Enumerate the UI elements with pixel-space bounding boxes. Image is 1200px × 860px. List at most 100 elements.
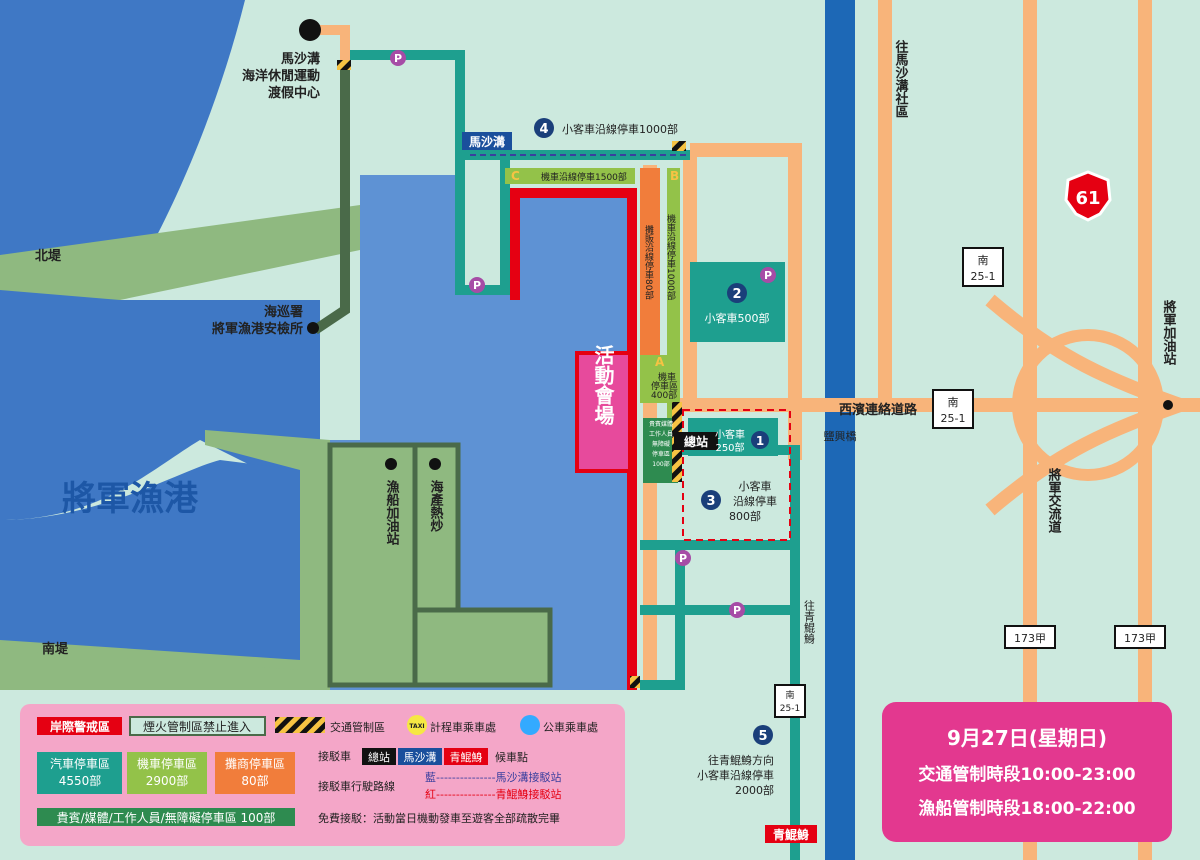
north-breakwater <box>0 205 360 300</box>
legend-moto-parking <box>127 752 207 794</box>
svg-text:61: 61 <box>1075 188 1100 209</box>
svg-text:計程車乘車處: 計程車乘車處 <box>430 720 496 734</box>
svg-text:貴賓/媒體/工作人員/無障礙停車區 100部: 貴賓/媒體/工作人員/無障礙停車區 100部 <box>57 810 276 825</box>
car-fuel-label: 將軍加油站 <box>1161 299 1178 366</box>
resort-label-3: 渡假中心 <box>268 85 320 101</box>
svg-text:青鯤鯓: 青鯤鯓 <box>450 751 483 764</box>
parking-2-label: 小客車500部 <box>705 311 770 325</box>
legend-qingkun-station <box>444 748 488 765</box>
resort-label-1: 馬沙溝 <box>281 51 320 67</box>
schedule-date: 9月27日(星期日) <box>947 726 1107 750</box>
vendor-lane <box>640 168 660 398</box>
south-dike-label: 南堤 <box>42 641 69 657</box>
legend-traffic-zone-stripe <box>275 717 325 733</box>
coast-guard-marker <box>307 322 319 334</box>
svg-text:岸際警戒區: 岸際警戒區 <box>50 719 110 734</box>
parking-p-icons: P P P P P <box>390 50 776 618</box>
south-breakwater <box>0 650 300 690</box>
resort-marker <box>299 19 321 41</box>
pier-block-east <box>412 442 461 613</box>
svg-text:3: 3 <box>706 494 715 509</box>
bus-icon <box>520 715 540 735</box>
svg-text:青鯤鯓: 青鯤鯓 <box>773 827 809 842</box>
parking-3-label-3: 800部 <box>729 509 761 523</box>
parking-5-label-1: 往青鯤鯓方向 <box>708 753 774 767</box>
traffic-control-stripe <box>337 60 351 70</box>
resort-label-2: 海洋休閒運動 <box>242 68 320 84</box>
to-qingkunshen-label: 往青鯤鯓 <box>803 599 816 645</box>
parking-3-label-1: 小客車 <box>739 479 772 493</box>
svg-text:交通管制區: 交通管制區 <box>330 720 385 734</box>
legend-fireworks-zone <box>129 716 266 736</box>
svg-text:公車乘車處: 公車乘車處 <box>543 720 598 734</box>
hub-station-sign <box>674 432 718 450</box>
svg-text:總站: 總站 <box>684 434 708 449</box>
masha-station-sign <box>462 132 512 150</box>
legend-car-parking <box>37 752 122 794</box>
svg-text:P: P <box>394 52 402 65</box>
venue-label: 活動會場 <box>591 345 615 425</box>
legend-vendor-parking <box>215 752 295 794</box>
svg-text:候車點: 候車點 <box>495 750 528 764</box>
legend-route-red: 紅---------------青鯤鯓接駁站 <box>425 787 562 801</box>
svg-text:2: 2 <box>732 287 741 302</box>
to-mashagou-label: 往馬沙溝社區 <box>893 39 910 118</box>
moto-c-letter: C <box>511 169 520 183</box>
dark-road-north <box>312 70 350 335</box>
parking-2-badge <box>727 283 747 303</box>
schedule-boats: 漁船管制時段18:00-22:00 <box>918 798 1135 819</box>
svg-text:P: P <box>764 269 772 282</box>
shuttle-route-red <box>682 409 791 541</box>
moto-b-label: 機車沿線停車1000部 <box>665 213 676 301</box>
svg-text:1: 1 <box>756 434 764 448</box>
boat-fuel-label: 漁船加油站 <box>384 479 401 546</box>
traffic-control-stripe <box>672 141 686 151</box>
coast-guard-label-2: 將軍漁港安檢所 <box>212 321 303 337</box>
svg-text:馬沙溝: 馬沙溝 <box>404 751 437 764</box>
svg-text:汽車停車區: 汽車停車區 <box>50 756 110 771</box>
schedule-traffic: 交通管制時段10:00-23:00 <box>918 764 1135 785</box>
moto-c-label: 機車沿線停車1500部 <box>541 171 627 183</box>
motorcycle-area-a <box>640 355 677 403</box>
legend-masha-station <box>398 748 442 765</box>
svg-text:南: 南 <box>785 689 794 701</box>
vip-label-3: 無障礙 <box>652 440 670 448</box>
svg-text:2900部: 2900部 <box>146 773 189 788</box>
svg-text:接駁車行駛路線: 接駁車行駛路線 <box>318 779 395 793</box>
svg-text:南: 南 <box>948 396 959 409</box>
svg-text:P: P <box>733 604 741 617</box>
car-fuel-marker <box>1163 400 1173 410</box>
road-sign-173a-left <box>1004 625 1056 649</box>
yanxing-bridge-label: 鹽興橋 <box>824 429 857 443</box>
central-jetty <box>205 430 330 690</box>
parking-5-label-2: 小客車沿線停車 <box>697 768 774 782</box>
svg-text:P: P <box>679 552 687 565</box>
legend-free-shuttle: 免費接駁：活動當日機動發車至遊客全部疏散完畢 <box>318 811 560 825</box>
svg-text:攤商停車區: 攤商停車區 <box>225 756 285 771</box>
seafood-label: 海產熱炒 <box>428 479 445 533</box>
vip-label-5: 100部 <box>652 460 669 468</box>
taxi-icon <box>407 715 427 735</box>
xibin-road-label: 西濱連絡道路 <box>839 402 918 418</box>
interchange-label: 將軍交流道 <box>1046 467 1062 534</box>
road-sign-nan251-small <box>774 684 806 718</box>
interchange-loop <box>1012 329 1164 481</box>
parking-5-badge <box>753 725 773 745</box>
svg-text:煙火管制區禁止進入: 煙火管制區禁止進入 <box>143 719 251 734</box>
parking-1-label: 小客車 <box>715 428 745 441</box>
parking-1-badge <box>751 431 769 449</box>
vip-label-2: 工作人員 <box>649 430 673 438</box>
svg-text:25-1: 25-1 <box>941 412 966 425</box>
svg-text:25-1: 25-1 <box>971 270 996 283</box>
moto-a-letter: A <box>655 355 665 369</box>
svg-text:馬沙溝: 馬沙溝 <box>469 134 505 149</box>
harbor-label: 將軍漁港 <box>62 479 199 519</box>
svg-text:173甲: 173甲 <box>1124 632 1156 645</box>
vip-label-1: 貴賓媒體 <box>649 420 673 428</box>
moto-a-label-3: 400部 <box>651 389 677 401</box>
boat-fuel-marker <box>385 458 397 470</box>
legend-vip-parking <box>37 808 295 826</box>
svg-text:173甲: 173甲 <box>1014 632 1046 645</box>
legend-route-blue: 藍---------------馬沙溝接駁站 <box>425 770 562 784</box>
